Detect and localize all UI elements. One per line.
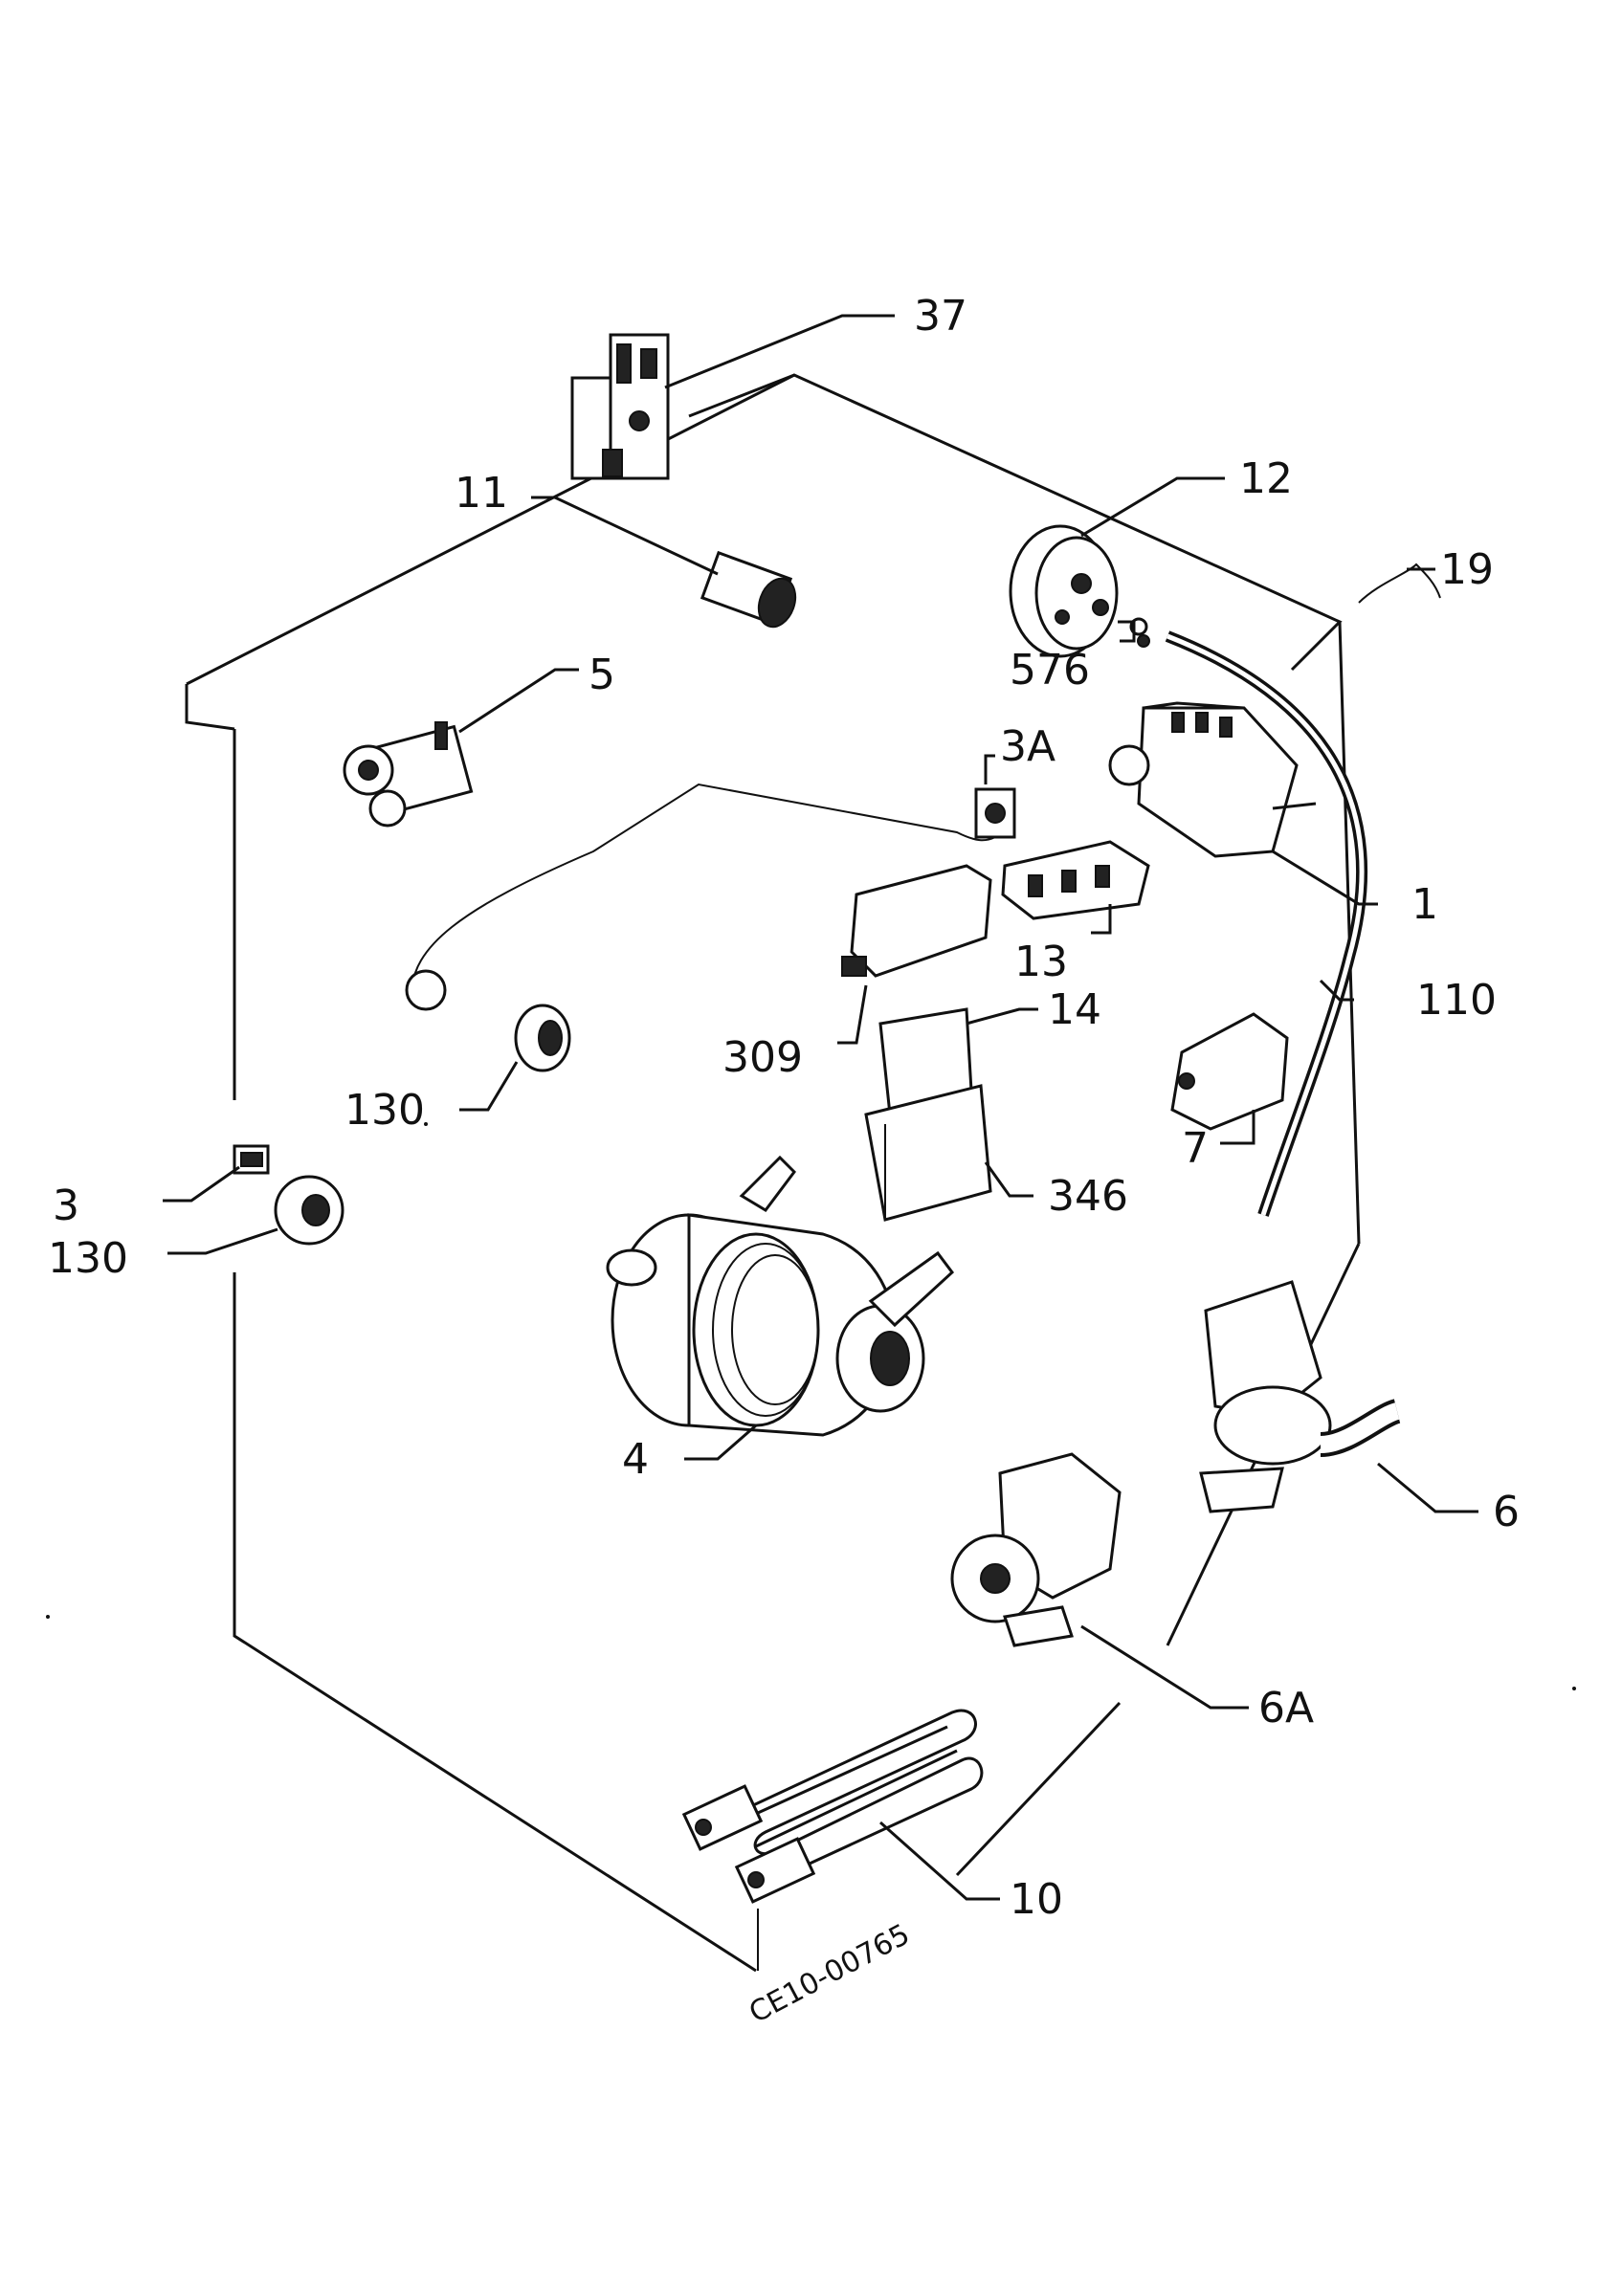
- label-37: 37: [914, 292, 967, 341]
- part-110-hose: [1165, 630, 1368, 1217]
- part-11-capacitor: [700, 550, 797, 629]
- part-6-drain-pump: [1199, 1280, 1402, 1513]
- part-130-grommet-upper: [514, 1004, 571, 1072]
- part-309-filter-housing: [841, 864, 992, 978]
- label-3a: 3A: [1000, 722, 1055, 771]
- label-7: 7: [1182, 1124, 1209, 1173]
- label-110: 110: [1416, 976, 1497, 1025]
- speck: [46, 1615, 50, 1619]
- part-19-clip: [1358, 563, 1441, 604]
- label-10: 10: [1010, 1875, 1063, 1924]
- label-130-lower: 130: [48, 1234, 128, 1283]
- part-37-door-lock: [570, 333, 670, 480]
- part-3a-thermostat-cable: [405, 783, 1016, 1011]
- label-130-upper: 130: [344, 1086, 425, 1135]
- part-5-inlet-valve: [343, 721, 474, 828]
- label-12: 12: [1239, 454, 1293, 503]
- part-346-filter-box: [864, 1084, 992, 1222]
- part-4-motor: [606, 1155, 955, 1437]
- part-13-terminal-block: [1001, 840, 1150, 920]
- leader-lines: [163, 314, 1478, 1901]
- part-7-suppressor: [1170, 1012, 1289, 1131]
- part-10-heating-element: [681, 1709, 984, 1904]
- part-3-thermostat: [233, 1144, 270, 1175]
- part-130-grommet-lower: [274, 1175, 344, 1246]
- label-4: 4: [622, 1435, 649, 1484]
- label-1: 1: [1411, 880, 1438, 929]
- label-346: 346: [1048, 1172, 1128, 1221]
- label-14: 14: [1048, 985, 1101, 1034]
- part-labels: 37 12 11 19 576 5 3A 1 13 110 14 309 130…: [48, 292, 1520, 1924]
- label-6a: 6A: [1258, 1684, 1314, 1733]
- label-11: 11: [455, 469, 508, 518]
- part-6a-circulation-pump: [950, 1452, 1122, 1647]
- label-309: 309: [722, 1033, 803, 1082]
- part-12-pressure-switch: [1009, 524, 1119, 658]
- label-5: 5: [589, 651, 615, 699]
- drawing-reference: CE10-00765: [744, 1918, 915, 2030]
- label-576: 576: [1010, 646, 1090, 695]
- speck: [424, 1122, 428, 1126]
- label-3: 3: [53, 1181, 79, 1230]
- part-1-programmer: [1108, 701, 1317, 858]
- speck: [1572, 1687, 1576, 1690]
- label-6: 6: [1493, 1488, 1520, 1536]
- label-13: 13: [1014, 938, 1068, 986]
- label-19: 19: [1440, 545, 1494, 594]
